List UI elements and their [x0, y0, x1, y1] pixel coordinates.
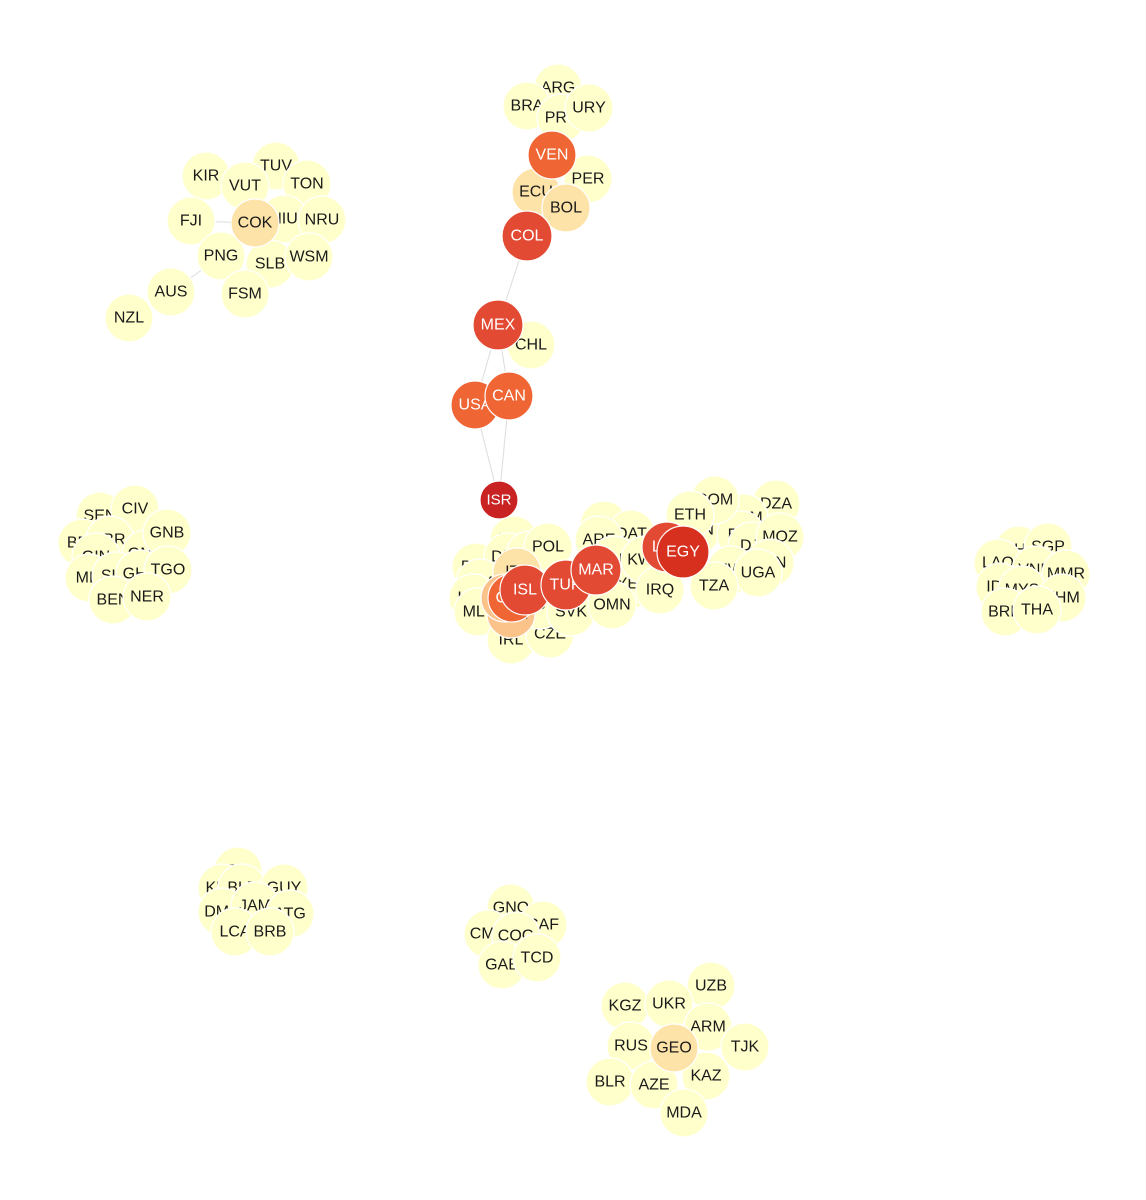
node-ven[interactable]: VEN: [527, 130, 577, 180]
node-circle-ven[interactable]: [527, 130, 577, 180]
node-circle-egy[interactable]: [656, 525, 710, 579]
node-can[interactable]: CAN: [484, 371, 534, 421]
node-circle-uga[interactable]: [733, 548, 783, 598]
node-egy[interactable]: EGY: [656, 525, 710, 579]
node-circle-tha[interactable]: [1012, 585, 1062, 635]
node-col[interactable]: COL: [501, 210, 553, 262]
node-circle-fsm[interactable]: [220, 269, 270, 319]
node-circle-png[interactable]: [196, 231, 246, 281]
node-circle-geo[interactable]: [649, 1023, 699, 1073]
node-circle-wsm[interactable]: [284, 232, 334, 282]
node-circle-mar[interactable]: [570, 544, 622, 596]
node-circle-mex[interactable]: [472, 299, 524, 351]
node-circle-bol[interactable]: [541, 183, 591, 233]
node-circle-mda[interactable]: [659, 1088, 709, 1138]
node-aus[interactable]: AUS: [146, 267, 196, 317]
node-circle-tcd[interactable]: [512, 933, 562, 983]
node-circle-brb[interactable]: [245, 907, 295, 957]
node-circle-ury[interactable]: [564, 83, 614, 133]
node-nzl[interactable]: NZL: [104, 293, 154, 343]
node-circle-ner[interactable]: [122, 572, 172, 622]
node-geo[interactable]: GEO: [649, 1023, 699, 1073]
node-mar[interactable]: MAR: [570, 544, 622, 596]
node-circle-nzl[interactable]: [104, 293, 154, 343]
node-circle-tjk[interactable]: [720, 1022, 770, 1072]
node-tjk[interactable]: TJK: [720, 1022, 770, 1072]
node-uga[interactable]: UGA: [733, 548, 783, 598]
node-brb[interactable]: BRB: [245, 907, 295, 957]
node-isr[interactable]: ISR: [479, 480, 519, 520]
node-circle-aus[interactable]: [146, 267, 196, 317]
node-circle-col[interactable]: [501, 210, 553, 262]
node-circle-tza[interactable]: [689, 561, 739, 611]
node-circle-isr[interactable]: [479, 480, 519, 520]
node-mex[interactable]: MEX: [472, 299, 524, 351]
node-circle-can[interactable]: [484, 371, 534, 421]
node-tha[interactable]: THA: [1012, 585, 1062, 635]
node-cok[interactable]: COK: [230, 198, 280, 248]
node-wsm[interactable]: WSM: [284, 232, 334, 282]
node-circle-blr[interactable]: [585, 1057, 635, 1107]
node-ury[interactable]: URY: [564, 83, 614, 133]
node-ner[interactable]: NER: [122, 572, 172, 622]
node-circle-cok[interactable]: [230, 198, 280, 248]
node-mda[interactable]: MDA: [659, 1088, 709, 1138]
node-circle-kaz[interactable]: [681, 1051, 731, 1101]
node-tcd[interactable]: TCD: [512, 933, 562, 983]
node-blr[interactable]: BLR: [585, 1057, 635, 1107]
node-circle-fji[interactable]: [166, 196, 216, 246]
node-fsm[interactable]: FSM: [220, 269, 270, 319]
